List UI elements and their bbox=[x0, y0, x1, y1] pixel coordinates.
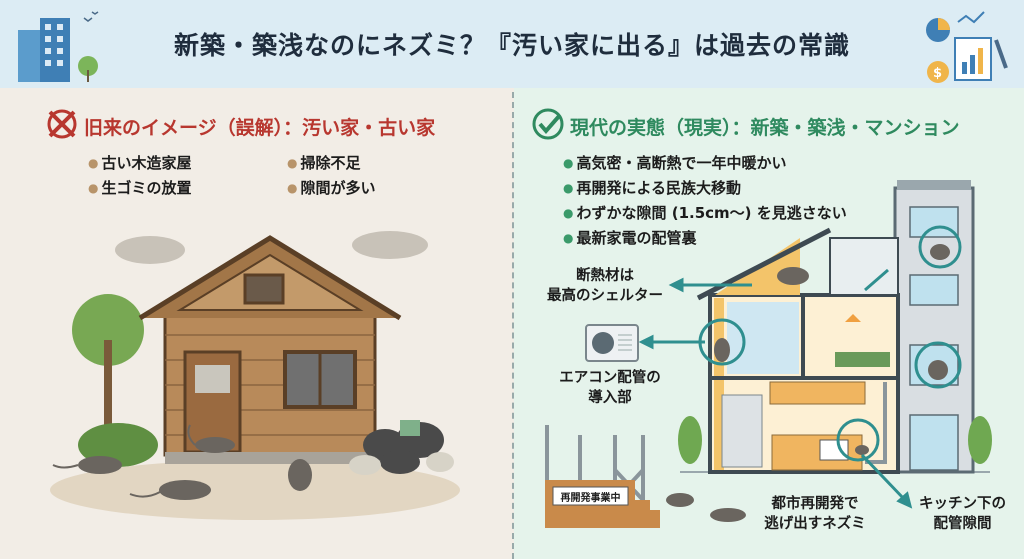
header-banner bbox=[0, 0, 1024, 88]
rat-icon bbox=[78, 437, 312, 500]
reality-bullet: 高気密・高断熱で一年中暖かい bbox=[563, 152, 786, 173]
myth-heading: 旧来のイメージ（誤解）：汚い家・古い家 bbox=[84, 117, 436, 139]
x-circle-icon bbox=[47, 109, 77, 139]
old-wooden-house bbox=[50, 231, 460, 520]
construction-site bbox=[545, 425, 660, 528]
analytics-chart-icon: $ bbox=[926, 11, 1008, 83]
air-conditioner-icon bbox=[585, 324, 639, 362]
aircon-callout: エアコン配管の 導入部 bbox=[559, 370, 661, 406]
myth-bullet: 古い木造家屋 bbox=[88, 152, 191, 173]
city-buildings-icon bbox=[18, 11, 99, 82]
myth-bullet: 生ゴミの放置 bbox=[88, 177, 191, 198]
reality-bullet: わずかな隙間 (1.5cm〜) を見逃さない bbox=[563, 202, 846, 223]
fleeing-rats-callout: 都市再開発で 逃げ出すネズミ bbox=[764, 496, 866, 532]
svg-text:$: $ bbox=[933, 66, 942, 81]
insulation-callout: 断熱材は 最高のシェルター bbox=[547, 268, 663, 304]
myth-bullet: 掃除不足 bbox=[287, 152, 360, 173]
reality-bullet: 最新家電の配管裏 bbox=[563, 227, 696, 248]
myth-bullet: 隙間が多い bbox=[287, 177, 375, 198]
modern-house-cross-section bbox=[545, 180, 992, 528]
page-title: 新築・築浅なのにネズミ？『汚い家に出る』は過去の常識 bbox=[173, 31, 850, 60]
check-circle-icon bbox=[532, 108, 564, 140]
kitchen-pipe-callout: キッチン下の 配管隙間 bbox=[919, 496, 1006, 532]
panel-divider bbox=[512, 92, 514, 559]
construction-sign: 再開発事業中 bbox=[560, 493, 621, 504]
reality-heading: 現代の実態（現実）：新築・築浅・マンション bbox=[570, 117, 960, 139]
rat-icon bbox=[666, 244, 950, 522]
reality-bullet: 再開発による民族大移動 bbox=[563, 177, 741, 198]
